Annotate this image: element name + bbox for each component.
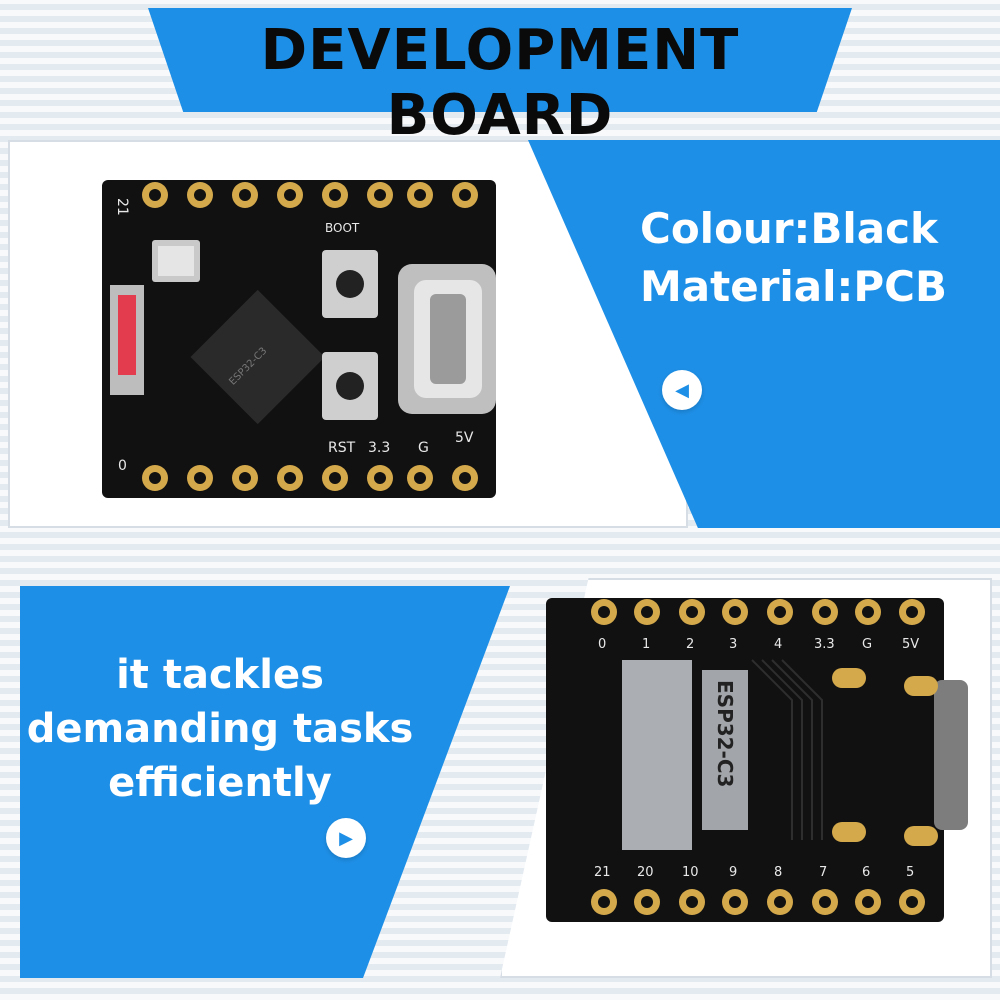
back-top-pin-2: 2 — [686, 637, 694, 652]
tagline-line-1: it tackles — [116, 652, 324, 698]
colour-spec: Colour:Black — [640, 204, 938, 253]
back-bottom-pin-1: 20 — [637, 865, 654, 880]
header-banner — [148, 8, 852, 112]
back-top-pin-0: 0 — [598, 637, 606, 652]
material-spec: Material:PCB — [640, 262, 947, 311]
tagline-line-3: efficiently — [108, 760, 332, 806]
back-chip-label: ESP32-C3 — [713, 680, 737, 787]
back-top-pin-1: 1 — [642, 637, 650, 652]
front-pin-label-top-left: 21 — [114, 198, 130, 216]
page-title: DEVELOPMENT BOARD — [260, 18, 740, 148]
tagline-line-2: demanding tasks — [26, 706, 414, 752]
tagline-block: it tackles demanding tasks efficiently — [20, 648, 420, 810]
back-bottom-pin-3: 9 — [729, 865, 737, 880]
front-pin-label-bottom-left: 0 — [118, 458, 127, 474]
board-back-image: 0 1 2 3 4 3.3 G 5V 21 20 10 9 8 7 6 5 ES… — [546, 598, 968, 922]
back-top-pin-3: 3 — [729, 637, 737, 652]
spec-block: Colour:Black Material:PCB — [640, 200, 990, 316]
back-top-pin-5: 3.3 — [814, 637, 835, 652]
gnd-label: G — [418, 440, 429, 456]
back-bottom-pin-6: 6 — [862, 865, 870, 880]
boot-label: BOOT — [325, 221, 360, 235]
back-top-pin-6: G — [862, 637, 872, 652]
arrow-right-icon[interactable]: ▶ — [326, 818, 366, 858]
board-front-image: 21 0 BOOT RST 3.3 G 5V ESP32-C3 — [102, 180, 496, 498]
back-bottom-pin-7: 5 — [906, 865, 914, 880]
back-top-pin-4: 4 — [774, 637, 782, 652]
back-bottom-pin-0: 21 — [594, 865, 611, 880]
rst-label: RST — [328, 440, 356, 456]
back-bottom-pin-4: 8 — [774, 865, 782, 880]
back-top-pin-7: 5V — [902, 637, 919, 652]
arrow-left-icon[interactable]: ◀ — [662, 370, 702, 410]
back-bottom-pin-5: 7 — [819, 865, 827, 880]
v33-label: 3.3 — [368, 440, 390, 456]
back-bottom-pin-2: 10 — [682, 865, 699, 880]
v5-label: 5V — [455, 430, 474, 446]
